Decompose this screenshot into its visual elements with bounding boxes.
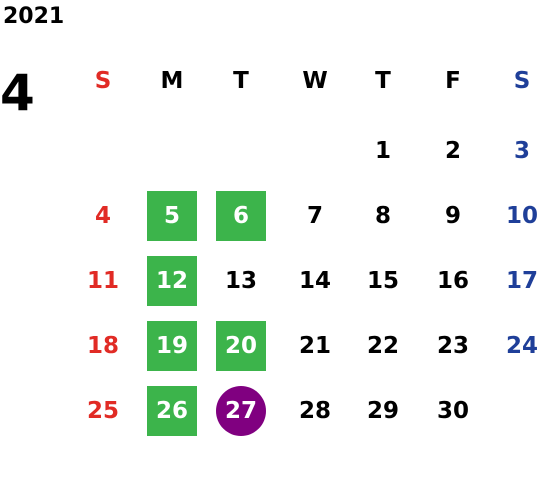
calendar-day[interactable]: 15	[366, 268, 399, 294]
calendar-day[interactable]: 2	[444, 138, 461, 164]
calendar-day[interactable]: 6	[216, 191, 266, 241]
weekday-header: M	[160, 68, 184, 94]
calendar-day[interactable]: 12	[147, 256, 197, 306]
calendar-day[interactable]: 25	[86, 398, 119, 424]
calendar-day[interactable]: 21	[298, 333, 331, 359]
calendar-day[interactable]: 22	[366, 333, 399, 359]
calendar-day[interactable]: 26	[147, 386, 197, 436]
calendar-day[interactable]: 10	[505, 203, 538, 229]
calendar-day[interactable]: 13	[224, 268, 257, 294]
calendar-day[interactable]: 24	[505, 333, 538, 359]
calendar-day[interactable]: 18	[86, 333, 119, 359]
calendar-year: 2021	[3, 4, 65, 29]
weekday-header: S	[94, 68, 112, 94]
calendar-day[interactable]: 9	[444, 203, 461, 229]
calendar-day[interactable]: 3	[513, 138, 530, 164]
weekday-header: F	[445, 68, 461, 94]
calendar-day[interactable]: 16	[436, 268, 469, 294]
calendar-day[interactable]: 4	[94, 203, 111, 229]
calendar-day[interactable]: 27	[216, 386, 266, 436]
calendar-day[interactable]: 28	[298, 398, 331, 424]
calendar-day[interactable]: 14	[298, 268, 331, 294]
weekday-header: S	[513, 68, 531, 94]
calendar-day[interactable]: 20	[216, 321, 266, 371]
calendar-day[interactable]: 11	[86, 268, 119, 294]
weekday-header: T	[233, 68, 249, 94]
calendar-day[interactable]: 5	[147, 191, 197, 241]
weekday-header: W	[302, 68, 328, 94]
calendar-day[interactable]: 17	[505, 268, 538, 294]
calendar-day[interactable]: 23	[436, 333, 469, 359]
calendar-month: 4	[0, 64, 35, 122]
weekday-header: T	[375, 68, 391, 94]
calendar-day[interactable]: 30	[436, 398, 469, 424]
calendar-day[interactable]: 19	[147, 321, 197, 371]
calendar-day[interactable]: 7	[306, 203, 323, 229]
calendar-day[interactable]: 8	[374, 203, 391, 229]
calendar-day[interactable]: 29	[366, 398, 399, 424]
calendar-day[interactable]: 1	[374, 138, 391, 164]
